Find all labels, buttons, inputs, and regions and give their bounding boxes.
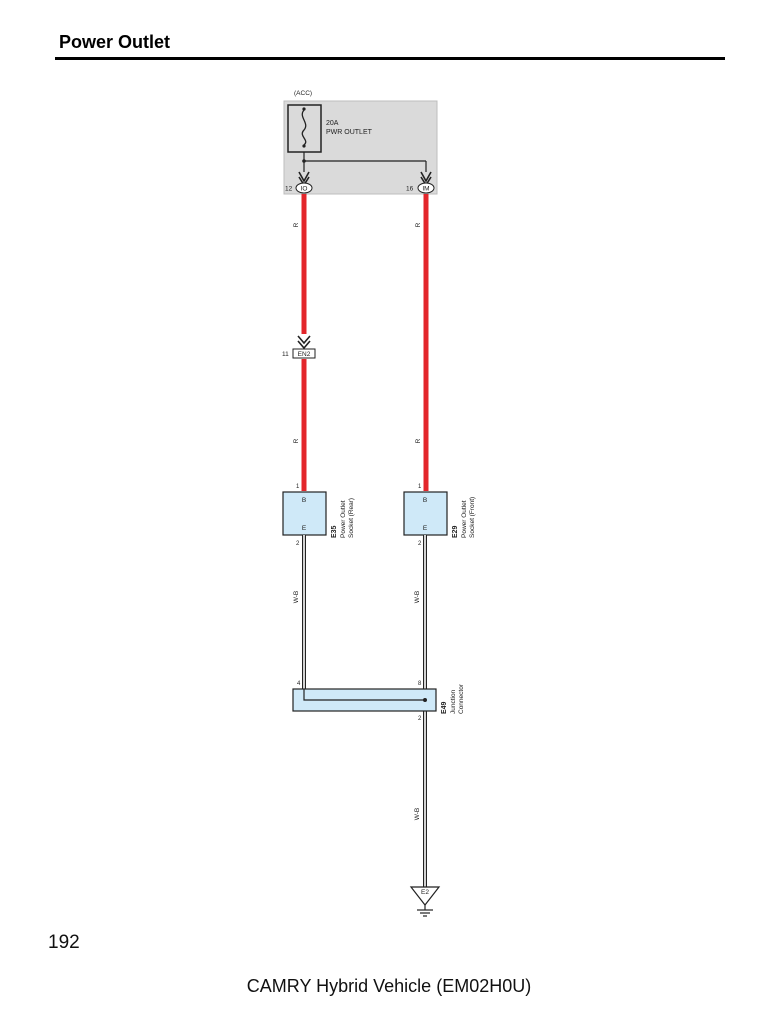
fuse-contact-bottom <box>302 144 306 148</box>
junction-pin-right: 8 <box>418 681 422 687</box>
fuse-element <box>301 109 307 146</box>
wire-color-right-ground: W-B <box>414 591 421 604</box>
wire-color-left-ground: W-B <box>293 591 300 604</box>
front-socket-terminal-e: E <box>423 525 428 532</box>
footer-vehicle: CAMRY Hybrid Vehicle (EM02H0U) <box>246 976 532 996</box>
wire-color-right-lower: R <box>415 438 422 443</box>
inline-connector-code: EN2 <box>298 351 311 358</box>
front-socket-code: E29 <box>452 525 459 538</box>
terminal-left-pin: 12 <box>285 186 293 193</box>
fuse-name: PWR OUTLET <box>326 129 373 136</box>
page-number: 192 <box>48 932 80 953</box>
junction-code: E49 <box>441 701 448 714</box>
rear-socket-name-line1: Power Outlet <box>340 500 347 538</box>
rear-socket-terminal-b: B <box>302 497 306 504</box>
terminal-left <box>295 182 313 194</box>
ground-code: E2 <box>421 889 429 896</box>
wire-color-ground-run: W-B <box>414 808 421 821</box>
front-socket-name-line1: Power Outlet <box>461 500 468 538</box>
page-title: Power Outlet <box>59 32 171 52</box>
junction-pin-out: 2 <box>418 716 422 722</box>
front-socket-pin-bottom: 2 <box>418 541 422 547</box>
terminal-right <box>417 182 435 194</box>
front-socket-name-line2: Socket (Front) <box>469 497 476 538</box>
junction-splice-dot <box>423 698 427 702</box>
front-socket-pin-top: 1 <box>418 484 422 490</box>
junction-pin-left: 4 <box>297 681 301 687</box>
junction-name-line2: Connector <box>458 683 465 714</box>
rear-socket-pin-bottom: 2 <box>296 541 300 547</box>
front-socket-terminal-b: B <box>423 497 427 504</box>
junction-name-line1: Junction <box>450 689 457 714</box>
fuse-contact-top <box>302 107 306 111</box>
ground-point-icon <box>409 886 441 906</box>
inline-connector <box>292 348 316 359</box>
rear-socket-name-line2: Socket (Rear) <box>348 498 355 538</box>
rear-socket-terminal-e: E <box>302 525 307 532</box>
wire-color-left-upper: R <box>293 222 300 227</box>
fuse-box <box>283 100 438 195</box>
terminal-right-code: IM <box>422 186 429 193</box>
terminal-right-pin: 16 <box>406 186 414 193</box>
terminal-left-code: IO <box>301 186 308 193</box>
connector-arrow-icon <box>297 335 311 350</box>
fuse-rating: 20A <box>326 120 339 127</box>
rear-socket-code: E35 <box>331 525 338 538</box>
wire-color-right-upper: R <box>415 222 422 227</box>
wire-color-left-lower: R <box>293 438 300 443</box>
junction-bus <box>303 689 425 701</box>
title-rule <box>55 57 725 60</box>
splice-dot <box>302 159 306 163</box>
supply-label: (ACC) <box>294 90 312 97</box>
rear-socket-pin-top: 1 <box>296 484 300 490</box>
inline-connector-pin: 11 <box>282 351 289 358</box>
ground-symbol-icon <box>417 905 433 917</box>
